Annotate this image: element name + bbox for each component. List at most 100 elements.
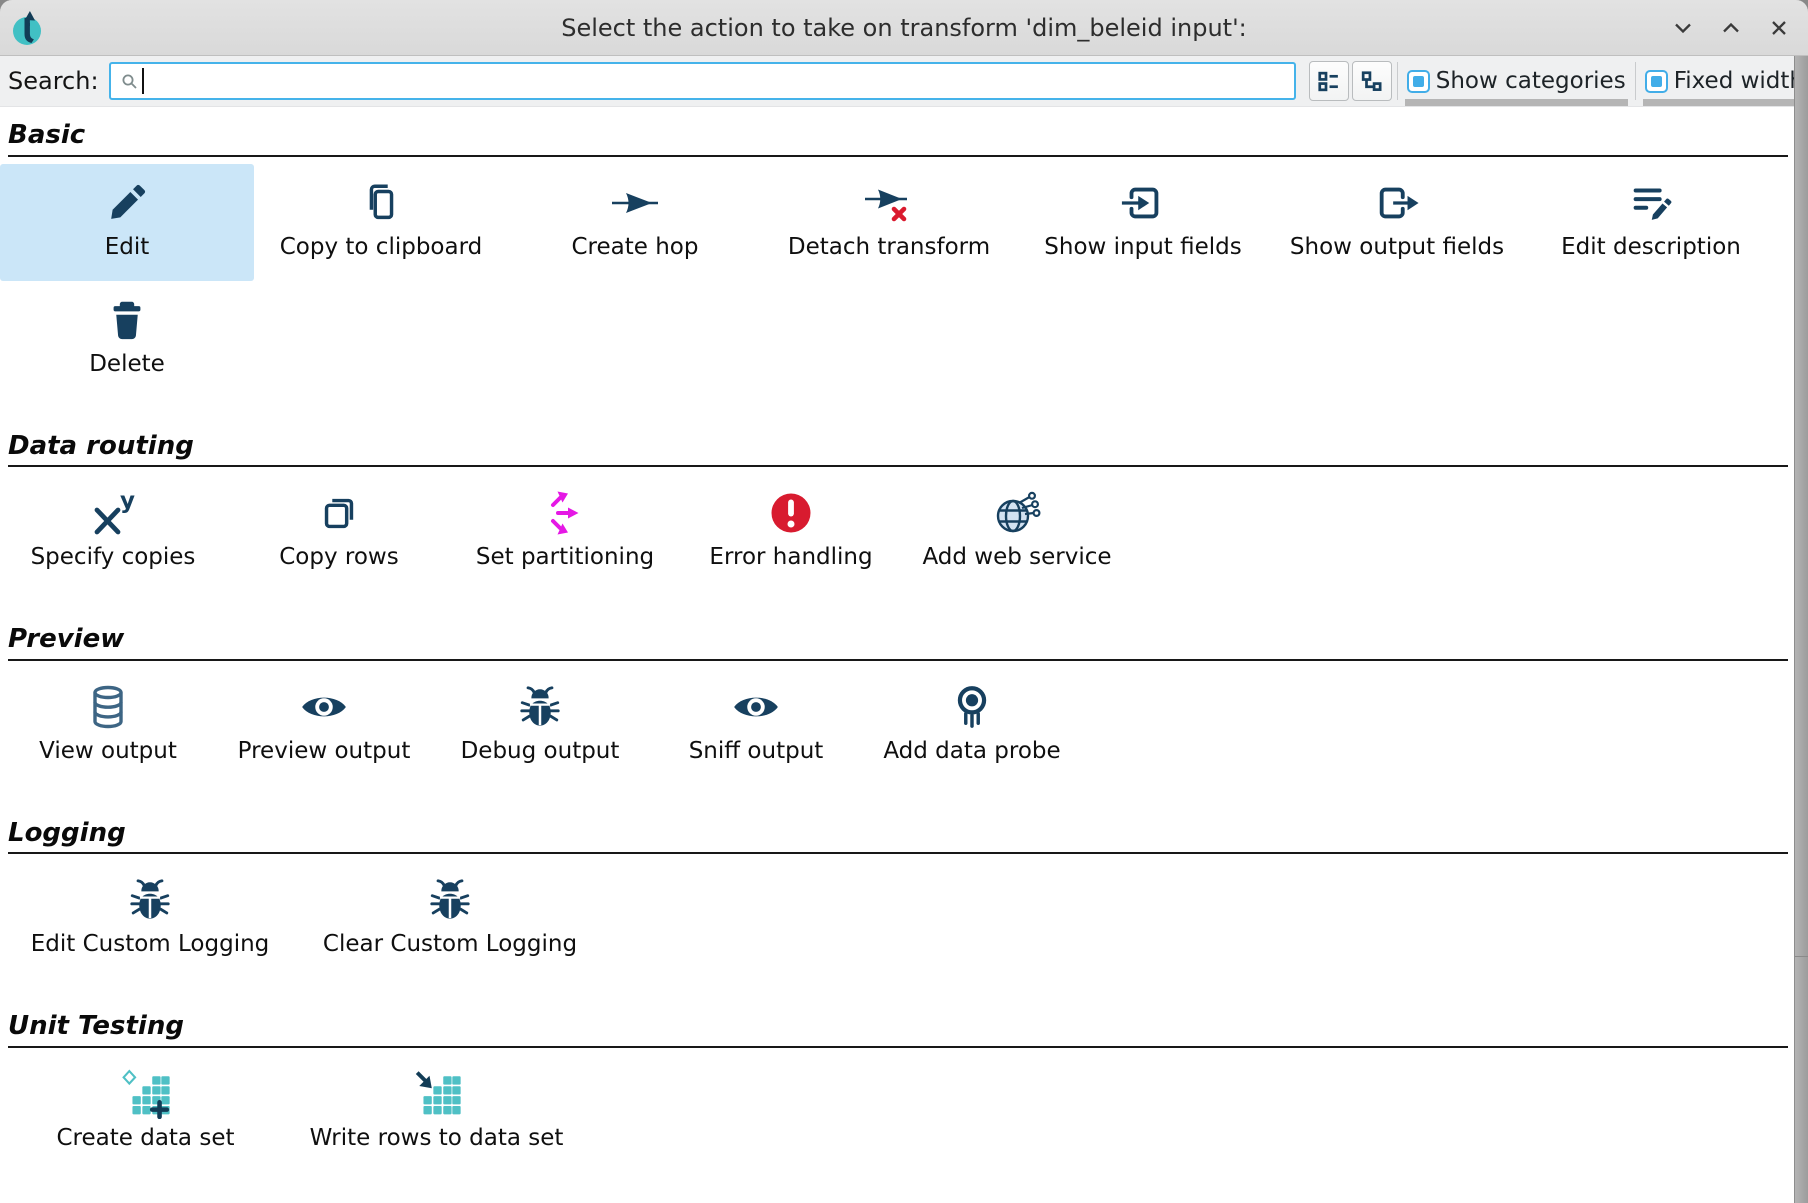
toolbar-separator — [1396, 62, 1398, 100]
titlebar: Select the action to take on transform '… — [0, 0, 1808, 56]
copies-xy-icon: y — [89, 487, 137, 539]
trash-icon — [104, 294, 150, 346]
hscroll-indicator — [1404, 98, 1628, 106]
fixed-width-checkbox[interactable] — [1644, 69, 1668, 93]
action-create-data-set[interactable]: Create data set — [0, 1055, 291, 1172]
action-copy-rows[interactable]: Copy rows — [226, 474, 452, 591]
action-delete[interactable]: Delete — [0, 281, 254, 398]
chevron-down-icon — [1675, 23, 1691, 33]
action-edit-description[interactable]: Edit description — [1524, 164, 1778, 281]
detach-arrow-icon — [865, 177, 913, 229]
section-title: Preview — [8, 624, 125, 654]
section-title: Logging — [8, 817, 126, 848]
action-label: Clear Custom Logging — [322, 931, 578, 957]
minimize-button[interactable] — [1670, 15, 1696, 41]
action-detach-transform[interactable]: Detach transform — [762, 164, 1016, 281]
action-label: Show output fields — [1289, 233, 1505, 260]
action-label: Add data probe — [883, 737, 1061, 764]
action-edit-custom-logging[interactable]: Edit Custom Logging — [0, 861, 300, 978]
action-clear-custom-logging[interactable]: Clear Custom Logging — [300, 861, 600, 978]
action-set-partitioning[interactable]: Set partitioning — [452, 474, 678, 591]
action-label: Copy rows — [279, 544, 399, 570]
database-icon — [84, 681, 132, 733]
action-label: Delete — [89, 350, 165, 377]
show-categories-checkbox[interactable] — [1406, 69, 1430, 93]
section-divider — [8, 154, 1788, 157]
section-title: Data routing — [8, 430, 194, 461]
toolbar-separator — [1634, 62, 1636, 100]
partitioning-icon — [541, 487, 589, 539]
svg-text:y: y — [120, 489, 135, 514]
tree-view-button[interactable] — [1351, 61, 1392, 101]
section-unit-testing: Unit Testing Create data set Write rows … — [0, 1010, 1794, 1172]
section-divider — [8, 465, 1788, 467]
action-edit[interactable]: Edit — [0, 163, 254, 281]
action-label: Error handling — [709, 544, 873, 570]
action-label: Copy to clipboard — [279, 233, 483, 260]
section-divider — [8, 852, 1788, 854]
action-preview-output[interactable]: Preview output — [216, 668, 432, 785]
view-toggle-buttons — [1308, 61, 1392, 101]
maximize-button[interactable] — [1718, 15, 1744, 41]
action-label: Edit Custom Logging — [30, 931, 270, 957]
output-fields-icon — [1374, 177, 1420, 229]
action-label: Write rows to data set — [309, 1124, 564, 1151]
section-divider — [8, 1045, 1788, 1048]
hop-logo-icon — [10, 7, 50, 49]
section-title: Basic — [8, 120, 86, 150]
window-controls — [1670, 0, 1792, 55]
search-icon — [122, 74, 137, 89]
chevron-up-icon — [1723, 22, 1739, 32]
action-label: Add web service — [922, 544, 1112, 570]
action-label: Specify copies — [30, 544, 196, 570]
action-add-data-probe[interactable]: Add data probe — [864, 668, 1080, 785]
action-show-input-fields[interactable]: Show input fields — [1016, 164, 1270, 281]
action-label: Set partitioning — [475, 544, 655, 570]
section-divider — [8, 658, 1788, 661]
dataset-write-icon — [412, 1068, 462, 1120]
section-items: Create data set Write rows to data set — [0, 1055, 1794, 1172]
action-label: Debug output — [460, 737, 620, 764]
fixed-width-group: Fixed width — [1641, 56, 1808, 107]
bug-icon — [517, 681, 563, 733]
action-label: View output — [39, 737, 177, 764]
close-icon — [1772, 20, 1786, 35]
action-show-output-fields[interactable]: Show output fields — [1270, 164, 1524, 281]
action-sniff-output[interactable]: Sniff output — [648, 668, 864, 785]
dataset-add-icon — [121, 1068, 171, 1120]
action-error-handling[interactable]: Error handling — [678, 474, 904, 591]
action-debug-output[interactable]: Debug output — [432, 668, 648, 785]
action-write-rows-to-data-set[interactable]: Write rows to data set — [291, 1055, 582, 1172]
action-add-web-service[interactable]: Add web service — [904, 474, 1130, 591]
input-fields-icon — [1120, 177, 1166, 229]
probe-icon — [949, 681, 995, 733]
action-label: Sniff output — [688, 737, 824, 764]
action-view-output[interactable]: View output — [0, 668, 216, 785]
search-toolbar: Search: — [0, 56, 1808, 107]
action-copy-to-clipboard[interactable]: Copy to clipboard — [254, 164, 508, 281]
action-label: Create data set — [56, 1124, 235, 1151]
show-categories-group: Show categories — [1403, 56, 1630, 107]
action-label: Show input fields — [1044, 233, 1242, 260]
action-label: Edit — [104, 233, 150, 260]
copy-rows-icon — [316, 487, 362, 539]
search-input[interactable] — [143, 68, 1288, 94]
action-create-hop[interactable]: Create hop — [508, 164, 762, 281]
edit-description-icon — [1628, 177, 1674, 229]
section-items: Edit Custom Logging Clear Custom Logging — [0, 861, 1794, 978]
section-title: Unit Testing — [8, 1011, 184, 1041]
search-label: Search: — [8, 67, 99, 95]
bug-icon — [427, 874, 473, 926]
close-button[interactable] — [1766, 15, 1792, 41]
category-view-button[interactable] — [1308, 61, 1349, 101]
vertical-scrollbar[interactable] — [1794, 56, 1808, 1203]
